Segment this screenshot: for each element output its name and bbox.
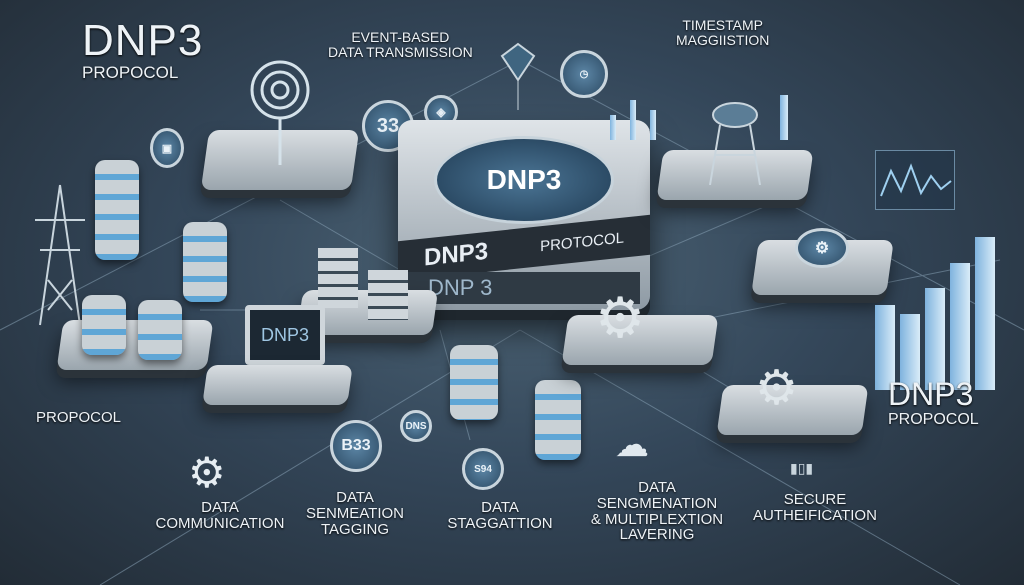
- laptop-base: [202, 365, 353, 405]
- shield-icon: ▣: [150, 128, 184, 168]
- gear-icon: ⚙: [595, 286, 646, 349]
- cloud-icon: ☁: [615, 426, 649, 464]
- dnp3-core-block: DNP3 DNP3 PROTOCOL DNP 3: [398, 120, 650, 310]
- label-secure-authentication: SECURE AUTHEIFICATION: [735, 492, 895, 524]
- waveform-panel: [875, 150, 955, 210]
- server-rack-icon: [318, 248, 358, 308]
- database-icon: [138, 300, 182, 360]
- label-line: TAGGING: [320, 520, 390, 538]
- database-icon: [183, 222, 227, 302]
- gear-icon: ⚙: [188, 449, 226, 496]
- badge-s94: S94: [462, 448, 504, 490]
- label-line: DATA: [336, 489, 374, 506]
- gear-icon: ⚙: [755, 362, 799, 415]
- badge-dns: DNS: [400, 410, 432, 442]
- core-band-dnp3: DNP3: [424, 237, 489, 272]
- title-sub: PROPOCOL: [82, 63, 179, 83]
- right-title: DNP3 PROPOCOL: [888, 376, 979, 428]
- clock-icon: ◷: [560, 50, 608, 98]
- label-data-tagging: DATA SENMEATION TAGGING: [290, 490, 420, 537]
- label-line: STAGGATTION: [447, 514, 553, 532]
- label-line: SENMEATION: [305, 504, 405, 522]
- label-line: DATA TRANSMISSION: [328, 43, 473, 60]
- bar: [950, 262, 970, 390]
- core-dnp3-label: DNP3: [434, 136, 614, 224]
- laptop-screen: DNP3: [245, 305, 325, 365]
- right-title-sub: PROPOCOL: [888, 410, 979, 428]
- badge-b33: B33: [330, 420, 382, 472]
- main-title: DNP3 PROPOCOL: [82, 16, 204, 83]
- bar: [875, 305, 895, 390]
- server-rack-icon: [368, 270, 408, 320]
- bar-chart: [875, 220, 1005, 390]
- label-line: SECURE: [783, 491, 847, 508]
- label-line: SENGMENATION: [596, 494, 718, 512]
- cube-icon: [500, 42, 536, 110]
- server-stack-icon: [95, 160, 139, 260]
- label-line: DATA: [481, 499, 519, 516]
- mini-bar-chart: [600, 90, 800, 140]
- left-protocol-label: PROPOCOL: [36, 409, 122, 426]
- lock-icon: ▮▯▮: [790, 460, 814, 476]
- water-tower-icon: [709, 102, 761, 185]
- gear-icon: ⚙: [795, 228, 849, 268]
- label-line: COMMUNICATION: [155, 514, 285, 532]
- label-data-staggation: DATA STAGGATTION: [435, 500, 565, 532]
- power-tower-icon: [35, 184, 85, 326]
- bar: [900, 313, 920, 390]
- bar: [925, 288, 945, 390]
- label-line: DATA: [638, 479, 676, 496]
- label-line: & MULTIPLEXTION: [590, 510, 724, 528]
- wireless-signal-icon: [250, 60, 310, 165]
- core-band-protocol: PROTOCOL: [540, 228, 624, 255]
- label-line: MAGGIISTION: [676, 31, 770, 48]
- bar: [975, 237, 995, 390]
- label-line: TIMESTAMP: [682, 17, 763, 33]
- title-dnp3: DNP3: [82, 16, 204, 65]
- database-icon: [450, 345, 498, 420]
- database-icon: [82, 295, 126, 355]
- label-line: DATA: [201, 499, 239, 516]
- event-based-label: EVENT-BASED DATA TRANSMISSION: [328, 30, 473, 59]
- timestamp-label: TIMESTAMP MAGGIISTION: [676, 18, 769, 47]
- label-data-communication: DATA COMMUNICATION: [140, 500, 300, 532]
- label-line: LAVERING: [619, 526, 695, 544]
- database-icon: [535, 380, 581, 460]
- core-lower-label: DNP 3: [408, 272, 640, 304]
- label-line: AUTHEIFICATION: [753, 506, 877, 524]
- label-data-segmentation: DATA SENGMENATION & MULTIPLEXTION LAVERI…: [572, 480, 742, 543]
- server-platform: [56, 320, 214, 370]
- right-title-dnp3: DNP3: [888, 376, 974, 412]
- label-line: EVENT-BASED: [351, 29, 450, 45]
